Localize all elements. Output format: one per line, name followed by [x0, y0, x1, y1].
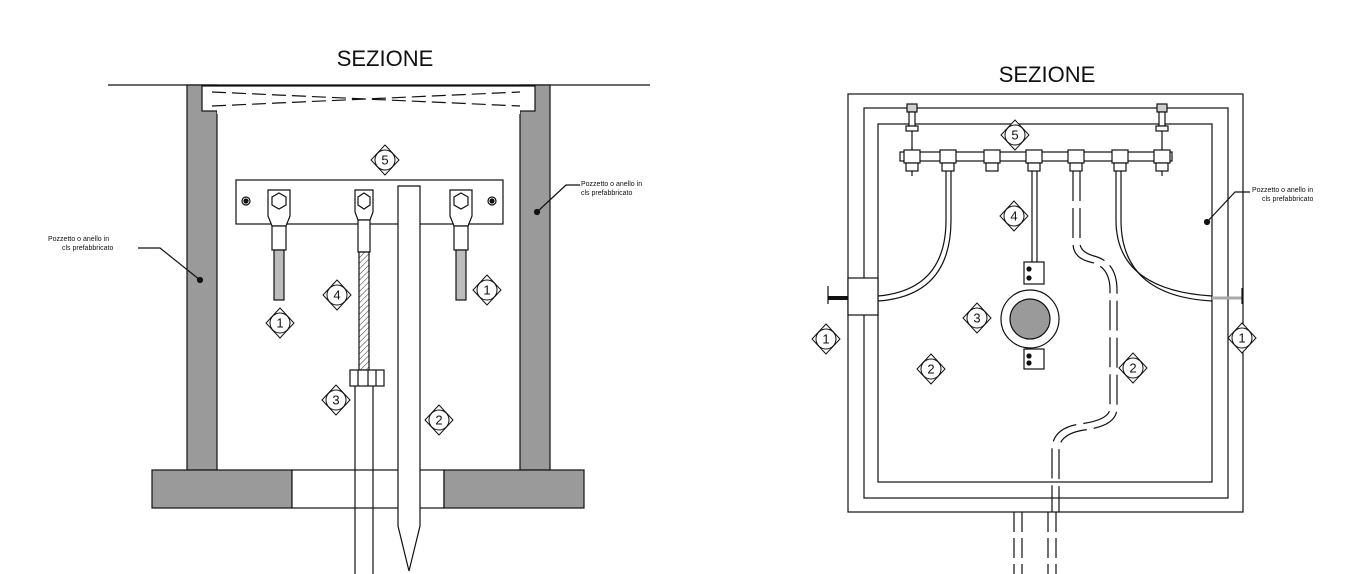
- left-lug-3: [449, 189, 473, 301]
- left-hatched-cable: [358, 251, 370, 371]
- svg-text:4: 4: [1010, 209, 1017, 224]
- svg-text:2: 2: [435, 413, 442, 428]
- left-wall-right: [519, 84, 551, 471]
- svg-text:3: 3: [973, 311, 980, 326]
- left-base-opening: [291, 469, 445, 509]
- left-leader-right: [536, 184, 580, 213]
- left-leader-left: [138, 247, 201, 281]
- right-conductor-left-b: [877, 171, 952, 302]
- svg-text:1: 1: [1238, 331, 1245, 346]
- left-marker-1a: 1: [265, 307, 295, 339]
- left-note-b-line1: Pozzetto o anello in: [581, 181, 642, 188]
- left-section-view: SEZIONE: [108, 46, 650, 574]
- right-marker-2b: 2: [1118, 352, 1148, 384]
- svg-text:1: 1: [276, 316, 283, 331]
- svg-text:1: 1: [483, 283, 490, 298]
- right-note-line1: Pozzetto o anello in: [1252, 187, 1313, 194]
- left-lug-2: [354, 189, 374, 253]
- left-note-a-line1: Pozzetto o anello in: [48, 236, 109, 243]
- right-section-view: SEZIONE: [827, 62, 1250, 574]
- right-penetration-left: [847, 277, 879, 316]
- left-clamp: [349, 369, 385, 387]
- left-title: SEZIONE: [337, 46, 434, 71]
- left-marker-4: 4: [322, 279, 352, 311]
- svg-text:3: 3: [332, 393, 339, 408]
- left-cover-slab: [201, 85, 536, 112]
- left-lug-1: [267, 189, 291, 301]
- svg-text:5: 5: [381, 153, 388, 168]
- right-title: SEZIONE: [999, 62, 1096, 87]
- left-marker-5: 5: [370, 144, 400, 176]
- right-marker-2a: 2: [916, 353, 946, 385]
- svg-text:1: 1: [822, 332, 829, 347]
- right-pipe-clamp: [1000, 261, 1060, 370]
- right-earth-path-a: [1051, 171, 1111, 512]
- right-earth-path-b: [1058, 171, 1118, 512]
- left-base-left: [151, 469, 293, 509]
- left-note-a-line2: cls prefabbricato: [62, 245, 113, 252]
- right-note-line2: cls prefabbricato: [1262, 196, 1313, 203]
- left-marker-3: 3: [321, 384, 351, 416]
- left-note-b-line2: cls prefabbricato: [581, 190, 632, 197]
- right-marker-5: 5: [1000, 119, 1030, 151]
- left-earth-rod: [397, 185, 421, 572]
- left-cover-dashes: [211, 91, 521, 107]
- right-marker-1b: 1: [1227, 322, 1257, 354]
- left-marker-2: 2: [424, 404, 454, 436]
- svg-text:2: 2: [927, 362, 934, 377]
- right-conductor-right-b: [1120, 171, 1213, 302]
- svg-text:2: 2: [1129, 361, 1136, 376]
- left-wall-left: [186, 84, 218, 471]
- svg-text:4: 4: [333, 288, 340, 303]
- right-conductor-right-a: [1115, 171, 1213, 297]
- right-marker-4: 4: [999, 200, 1029, 232]
- left-marker-1b: 1: [472, 274, 502, 306]
- right-busbar-clamps: [903, 149, 1171, 172]
- right-conductor-left-a: [877, 171, 947, 297]
- right-leader: [1206, 191, 1250, 223]
- right-marker-1a: 1: [811, 323, 841, 355]
- svg-text:5: 5: [1011, 128, 1018, 143]
- right-marker-3: 3: [962, 302, 992, 334]
- left-base-right: [443, 469, 585, 509]
